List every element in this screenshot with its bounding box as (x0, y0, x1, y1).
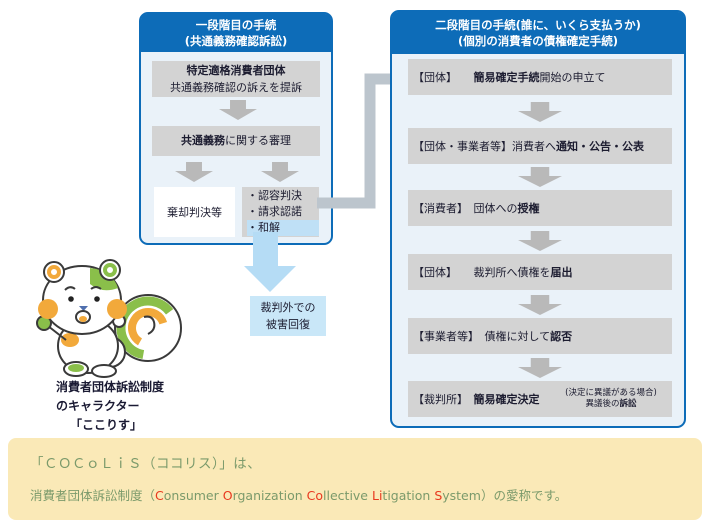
cocolis-mascot (36, 259, 182, 378)
actor-label: 【団体】 (413, 71, 474, 84)
step-bold: 届出 (550, 266, 573, 279)
step-pre: 裁判所へ債権を (473, 266, 551, 279)
stage1-step-trial-rest: に関する審理 (225, 134, 291, 147)
step-pre: 団体への (473, 202, 518, 215)
stage1-panel: 一段階目の手続 (共通義務確認訴訟) 特定適格消費者団体 共通義務確認の訴えを提… (139, 12, 333, 245)
stage1-outcome-list: ・認容判決 ・請求認諾 ・和解 (242, 187, 319, 237)
down-arrow-icon (518, 358, 562, 378)
actor-label: 【裁判所】 (413, 393, 474, 406)
step-rest: 開始の申立て (539, 71, 606, 84)
stage1-step-trial-bold: 共通義務 (181, 134, 225, 147)
mascot-caption: 消費者団体訴訟制度 のキャラクター 「ここりす」 (56, 378, 164, 435)
step-bold: 簡易確定手続 (473, 71, 540, 84)
step-pre: 債権に対して (484, 330, 551, 343)
actor-label: 【団体】 (413, 266, 474, 279)
down-arrow-icon (518, 102, 562, 122)
note-line2-bold: 訴訟 (619, 399, 637, 409)
mascot-caption-line1: 消費者団体訴訟制度 (56, 380, 165, 394)
footer-line1: 「ＣＯＣｏＬｉＳ（ココリス）」は、 (30, 456, 262, 472)
stage2-step-notice: 【団体・事業者等】消費者へ通知・公告・公表 (408, 128, 672, 164)
down-arrow-icon (175, 162, 213, 182)
outcome-item-acknowledgment: ・請求認諾 (247, 205, 302, 218)
footer-line2: 消費者団体訴訟制度（Consumer Organization Collecti… (30, 488, 568, 503)
actor-label: 【事業者等】 (413, 330, 485, 343)
down-arrow-icon (518, 167, 562, 187)
decision-objection-note: (決定に異議がある場合) 異議後の訴訟 (555, 388, 667, 410)
note-line2-pre: 異議後の (585, 399, 620, 409)
stage1-header-line2: (共通義務確認訴訟) (184, 34, 288, 48)
stage2-step-decision: 【裁判所】 簡易確定決定 (決定に異議がある場合) 異議後の訴訟 (408, 381, 672, 417)
step-pre: 消費者へ (512, 140, 556, 153)
actor-label: 【消費者】 (413, 202, 474, 215)
stage2-step-petition: 【団体】 簡易確定手続開始の申立て (408, 59, 672, 95)
step-bold: 認否 (550, 330, 573, 343)
down-arrow-icon (518, 295, 562, 315)
stage2-step-claim-filing: 【団体】 裁判所へ債権を届出 (408, 254, 672, 290)
down-arrow-icon (518, 231, 562, 251)
stage1-header-line1: 一段階目の手続 (195, 17, 277, 32)
stage2-header-line2: (個別の消費者の債権確定手続) (457, 34, 618, 48)
recovery-line1: 裁判外での (260, 300, 316, 314)
cocolis-name-note: 「ＣＯＣｏＬｉＳ（ココリス）」は、 消費者団体訴訟制度（Consumer Org… (8, 438, 702, 520)
stage2-header: 二段階目の手続(誰に、いくら支払うか) (個別の消費者の債権確定手続) (392, 12, 684, 54)
down-arrow-icon (261, 162, 299, 182)
down-arrow-icon (219, 100, 257, 120)
stage1-step-filing-title: 特定適格消費者団体 (186, 64, 286, 77)
note-line1: (決定に異議がある場合) (565, 387, 657, 398)
actor-label: 【団体・事業者等】 (413, 140, 512, 153)
mascot-caption-line3: 「ここりす」 (70, 418, 143, 432)
stage2-step-approval: 【事業者等】 債権に対して認否 (408, 318, 672, 354)
mascot-caption-line2: のキャラクター (56, 399, 140, 413)
settlement-recovery-arrow (244, 232, 296, 292)
stage1-outcome-dismissal: 棄却判決等 (154, 187, 235, 237)
out-of-court-recovery-box: 裁判外での 被害回復 (250, 296, 326, 336)
stage1-step-trial: 共通義務に関する審理 (152, 126, 320, 156)
stage1-header: 一段階目の手続 (共通義務確認訴訟) (141, 14, 331, 52)
step-bold: 通知・公告・公表 (556, 140, 644, 153)
stage2-header-line1: 二段階目の手続(誰に、いくら支払うか) (435, 17, 641, 32)
step-bold: 簡易確定決定 (473, 393, 540, 406)
stage2-panel: 二段階目の手続(誰に、いくら支払うか) (個別の消費者の債権確定手続) 【団体】… (390, 10, 686, 428)
stage1-step-filing: 特定適格消費者団体 共通義務確認の訴えを提訴 (152, 61, 320, 97)
outcome-item-judgment: ・認容判決 (247, 189, 302, 202)
step-bold: 授権 (517, 202, 540, 215)
recovery-line2: 被害回復 (266, 318, 310, 331)
stage1-step-filing-text: 共通義務確認の訴えを提訴 (170, 81, 302, 95)
stage2-step-authorization: 【消費者】 団体への授権 (408, 190, 672, 226)
